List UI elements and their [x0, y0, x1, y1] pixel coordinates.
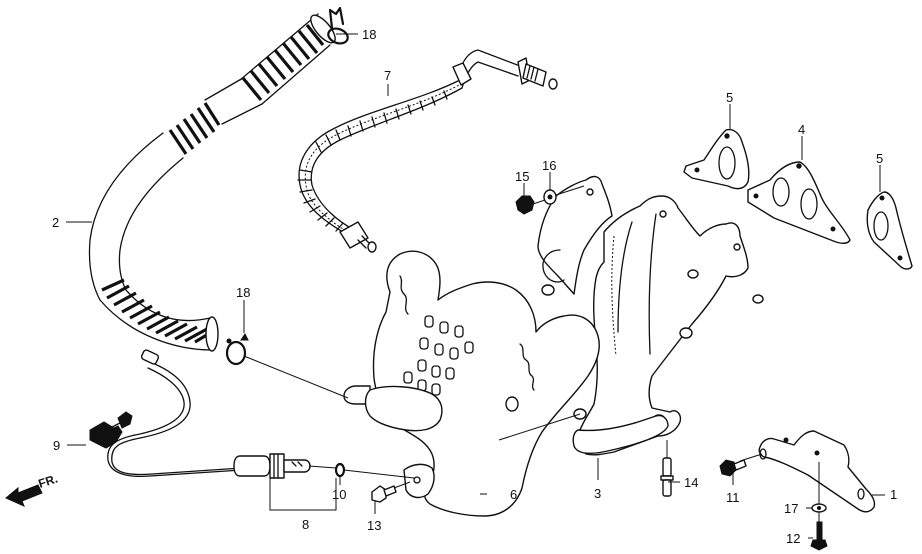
callout-5-right: 5 [876, 151, 883, 166]
heat-shield-part-6[interactable] [343, 250, 600, 517]
gasket-part-5-left[interactable] [683, 128, 750, 190]
callout-2: 2 [52, 215, 59, 230]
callout-10: 10 [332, 487, 346, 502]
callout-6: 6 [510, 487, 517, 502]
callout-leaders [66, 33, 885, 539]
callout-17: 17 [784, 501, 798, 516]
callout-13: 13 [367, 518, 381, 533]
egr-pipe-part-7[interactable] [297, 49, 558, 253]
callout-16: 16 [542, 158, 556, 173]
front-direction-indicator: FR. [5, 472, 60, 507]
gasket-part-4[interactable] [747, 161, 851, 245]
front-label: FR. [37, 472, 60, 491]
stud-part-14[interactable] [660, 457, 674, 497]
air-hose-part-2[interactable] [88, 11, 339, 352]
hose-clamp-part-18-bottom[interactable] [225, 333, 249, 366]
callout-4: 4 [798, 122, 805, 137]
callout-7: 7 [384, 68, 391, 83]
hose-lower-coil [99, 278, 219, 352]
callout-labels: 18 2 7 5 4 5 15 16 18 9 10 8 13 6 3 14 1… [52, 27, 897, 546]
bolt-part-13[interactable] [371, 485, 397, 503]
washer-part-16[interactable] [543, 189, 557, 205]
callout-18-bottom: 18 [236, 285, 250, 300]
gasket-part-5-right[interactable] [866, 191, 913, 270]
hose-middle-coil [168, 102, 221, 155]
callout-15: 15 [515, 169, 529, 184]
assembly-lines [243, 185, 820, 522]
hose-upper-coil [239, 13, 336, 105]
callout-3: 3 [594, 486, 601, 501]
nut-part-15[interactable] [515, 195, 535, 215]
callout-8: 8 [302, 517, 309, 532]
bolt-part-12[interactable] [810, 521, 828, 551]
oxygen-sensor-part-8[interactable] [107, 349, 311, 479]
bracket-part-1[interactable] [758, 430, 876, 513]
heat-shield-perforations [403, 315, 474, 396]
front-arrow-icon [5, 484, 43, 507]
hose-clamp-part-18-top[interactable] [326, 6, 350, 46]
egr-pipe-ribs [297, 90, 448, 232]
bolt-part-11[interactable] [719, 459, 747, 477]
callout-14: 14 [684, 475, 698, 490]
callout-9: 9 [53, 438, 60, 453]
washer-part-17[interactable] [811, 503, 827, 513]
callout-12: 12 [786, 531, 800, 546]
connector-clip-part-9[interactable] [89, 411, 133, 449]
exhaust-manifold-part-3[interactable] [537, 175, 764, 456]
callout-5-left: 5 [726, 90, 733, 105]
callout-18-top: 18 [362, 27, 376, 42]
washer-part-10[interactable] [334, 462, 346, 478]
callout-1: 1 [890, 487, 897, 502]
callout-11: 11 [726, 490, 740, 505]
